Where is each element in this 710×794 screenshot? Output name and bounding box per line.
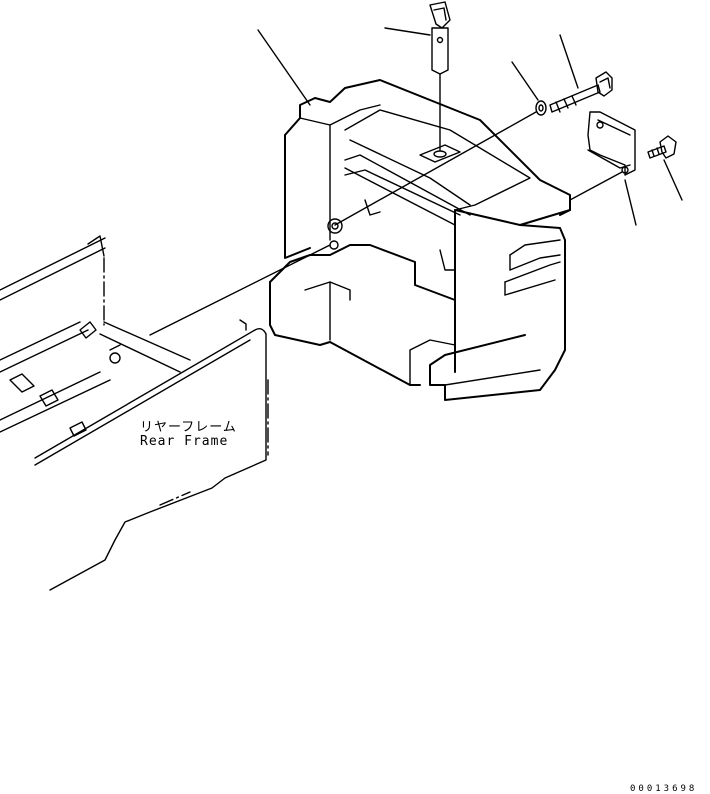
counterweight-deck-ridge: [349, 139, 471, 206]
lock-pin-crosshole: [436, 36, 444, 44]
rear-frame-centerline-3: [159, 491, 191, 506]
rear-frame-rail-3: [0, 371, 101, 421]
rear-frame-top-edge-1: [0, 237, 106, 291]
lock-pin-ring: [429, 1, 451, 29]
rear-frame-label-jp: リヤーフレーム: [140, 420, 237, 435]
counterweight-bolt-hole: [327, 218, 343, 234]
counterweight-shelf-1: [344, 154, 471, 216]
counterweight-left-inner: [299, 117, 331, 241]
bracket-flange: [587, 149, 631, 169]
counterweight-top-outline: [284, 79, 571, 216]
leader-bracket: [624, 179, 637, 226]
mounting-bolt-head-face: [599, 77, 611, 89]
rear-frame-cross-1: [103, 321, 191, 361]
counterweight-bolt-hole-inner: [331, 222, 339, 230]
bracket-hole-1: [596, 121, 604, 129]
counterweight-rib-4: [504, 279, 556, 296]
rear-frame-block-2: [39, 389, 59, 407]
bolt-assembly-line: [334, 111, 537, 226]
counterweight-lower-bottom: [269, 281, 421, 386]
counterweight-front-top-edge: [454, 209, 571, 226]
bracket-bolt-shank: [647, 145, 667, 159]
rear-frame-hole: [109, 352, 121, 364]
counterweight-front-notch: [439, 249, 456, 271]
rear-frame-top-edge-2: [0, 247, 106, 301]
counterweight-bottom-lip: [444, 369, 541, 386]
bracket-bolt-head: [659, 135, 677, 159]
bracket: [587, 111, 636, 176]
bracket-assembly-line: [569, 171, 623, 201]
counterweight-shelf-2: [344, 169, 461, 216]
rear-frame-hole-mark: [109, 344, 121, 351]
counterweight-right-body: [429, 224, 566, 401]
rear-frame-cross-2: [99, 333, 181, 373]
counterweight-pin-hole: [433, 150, 447, 158]
rear-frame-label-en: Rear Frame: [140, 434, 229, 449]
counterweight-rib-1: [509, 239, 561, 256]
mounting-bolt-threads: [555, 95, 577, 113]
drawing-code: 00013698: [630, 784, 698, 794]
washer-outer: [535, 100, 547, 116]
counterweight-top-inner: [329, 104, 381, 126]
counterweight-shelf-1b: [344, 167, 456, 226]
counterweight-lower-foot: [409, 339, 456, 386]
leader-bracket-bolt: [663, 159, 683, 201]
rear-frame-rail-1: [0, 321, 81, 361]
counterweight-washer-ring: [329, 240, 339, 250]
bracket-bolt-threads: [651, 147, 660, 157]
rear-frame-block-1: [9, 373, 35, 393]
rear-frame-block-3: [69, 421, 87, 437]
counterweight-step: [364, 199, 381, 216]
mounting-bolt-shank: [549, 84, 601, 113]
rear-frame-rail-2: [0, 329, 89, 373]
lock-pin-shaft: [431, 27, 449, 75]
leader-lock-pin: [384, 27, 431, 36]
leader-washer: [511, 61, 539, 101]
counterweight-lower-top: [269, 244, 456, 301]
bracket-bolt: [647, 135, 677, 159]
counterweight-rib-2: [509, 254, 561, 271]
rear-frame-hook: [87, 235, 105, 257]
mounting-bolt-head: [595, 71, 613, 97]
counterweight-rib-3: [504, 261, 561, 283]
rear-frame: [0, 235, 269, 591]
counterweight: [269, 79, 571, 401]
frame-assembly-line: [149, 244, 331, 336]
bracket-hole-2: [621, 166, 629, 174]
bracket-plate-edge: [597, 119, 631, 136]
lock-pin-ring-inner: [433, 7, 447, 21]
rear-frame-tab: [239, 319, 247, 331]
rear-frame-plate-inner: [34, 339, 251, 466]
leader-counterweight: [257, 29, 311, 106]
mounting-bolt: [549, 71, 613, 113]
washer-inner: [538, 104, 544, 112]
rear-frame-square: [79, 321, 97, 339]
rear-frame-rail-4: [0, 379, 111, 433]
rear-frame-plate: [34, 327, 267, 591]
leader-mounting-bolt: [559, 34, 579, 89]
counterweight-deck: [344, 109, 531, 211]
bracket-plate: [587, 111, 636, 176]
lock-pin: [429, 1, 451, 151]
counterweight-lower-ridge: [304, 281, 351, 301]
counterweight-pin-slot: [419, 144, 461, 163]
counterweight-left-outline: [284, 134, 311, 259]
washer: [535, 100, 547, 116]
